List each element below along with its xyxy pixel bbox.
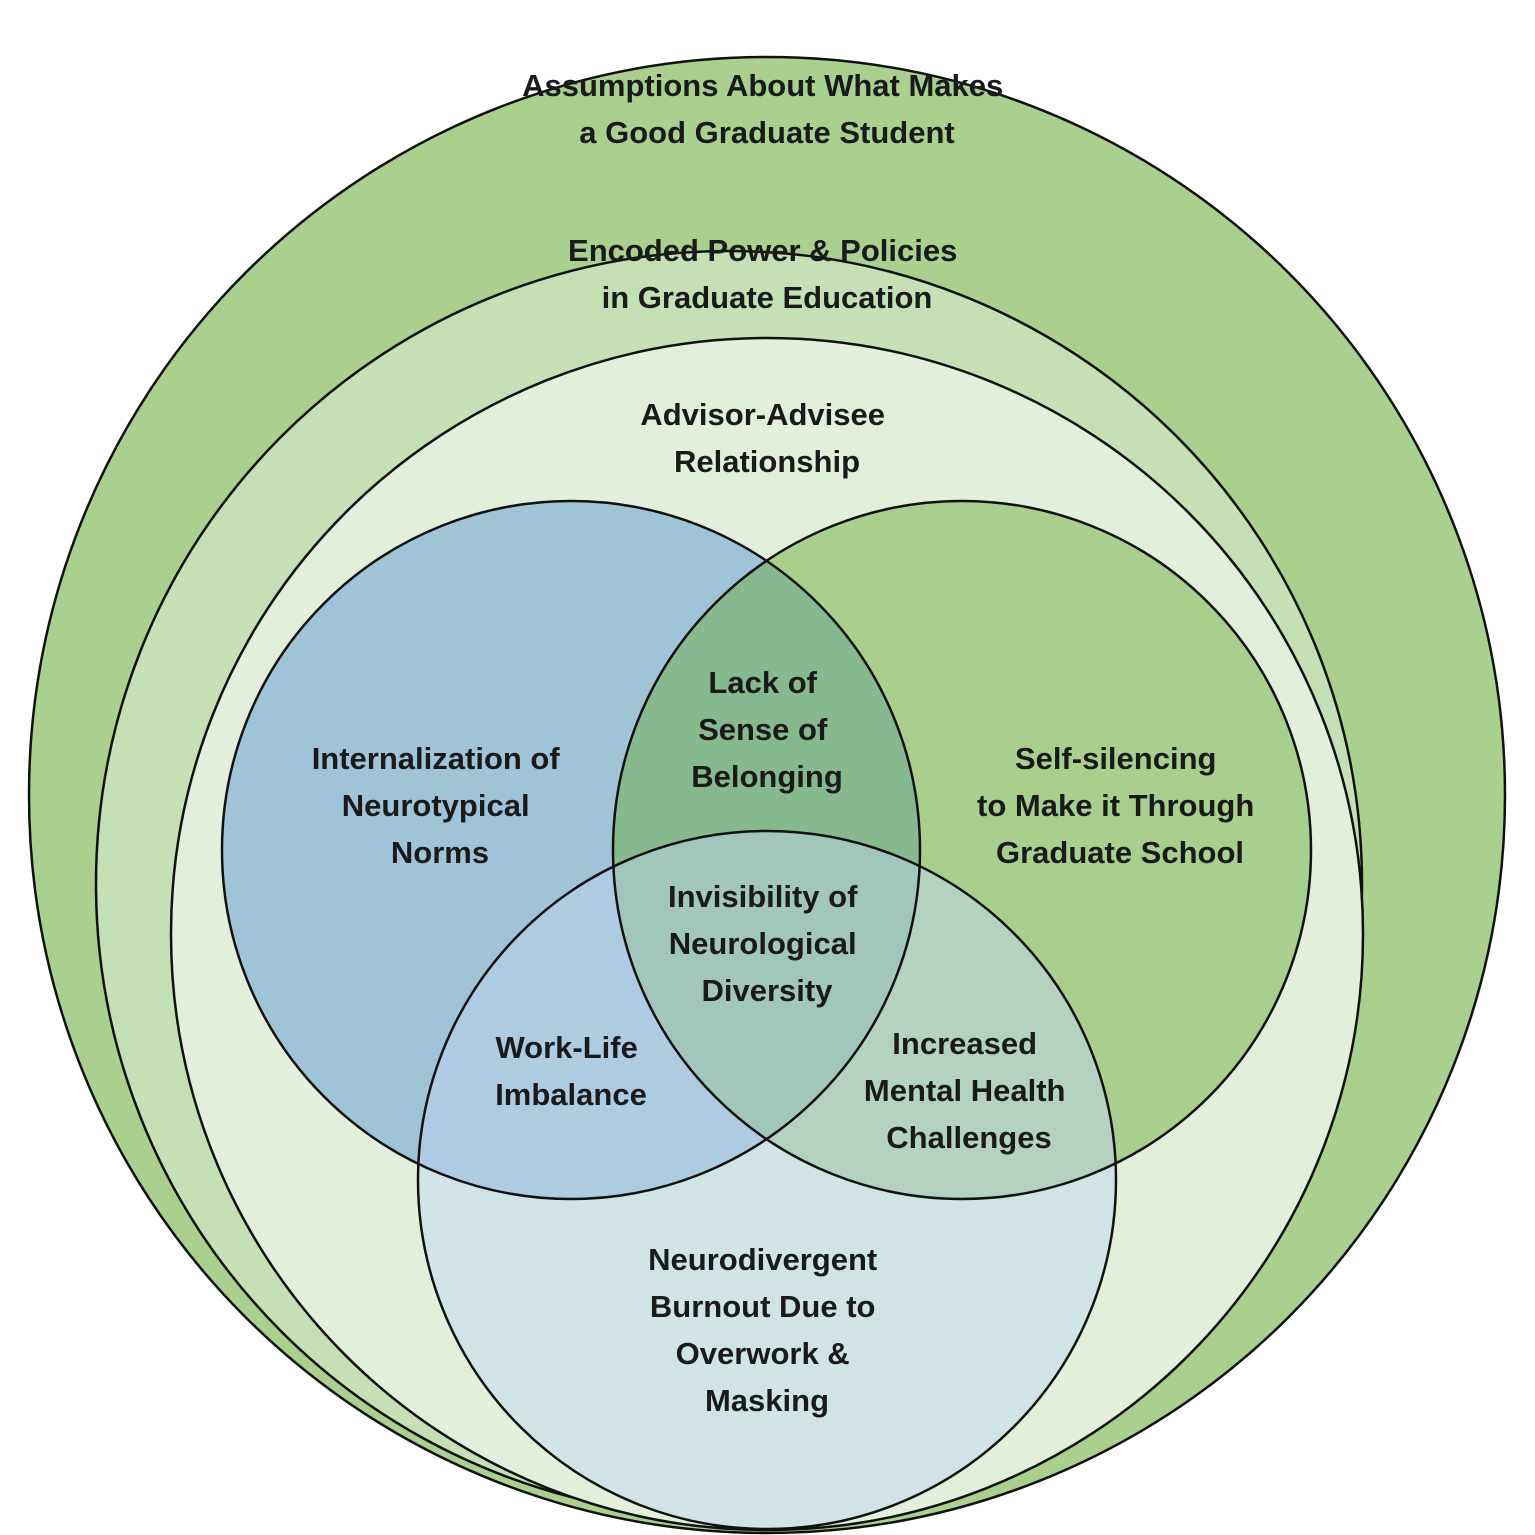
inner-ring-label: Advisor-Advisee Relationship — [640, 397, 893, 479]
overlap-left-right-label: Lack of Sense of Belonging — [691, 665, 843, 794]
venn-outline-bottom — [416, 829, 1118, 1531]
overlap-center-label: Invisibility of Neurological Diversity — [668, 879, 866, 1008]
middle-ring-label: Encoded Power & Policies in Graduate Edu… — [568, 233, 966, 315]
outer-ring-label: Assumptions About What Makes a Good Grad… — [522, 68, 1012, 150]
venn-outline-left — [220, 499, 922, 1201]
venn-outline-right — [611, 499, 1313, 1201]
venn-right-label: Self-silencing to Make it Through Gradua… — [977, 741, 1263, 870]
overlap-right-bottom-label: Increased Mental Health Challenges — [864, 1026, 1074, 1155]
venn-left-label: Internalization of Neurotypical Norms — [312, 741, 569, 870]
venn-bottom-label: Neurodivergent Burnout Due to Overwork &… — [648, 1242, 886, 1418]
overlap-left-bottom-label: Work-Life Imbalance — [495, 1030, 647, 1112]
